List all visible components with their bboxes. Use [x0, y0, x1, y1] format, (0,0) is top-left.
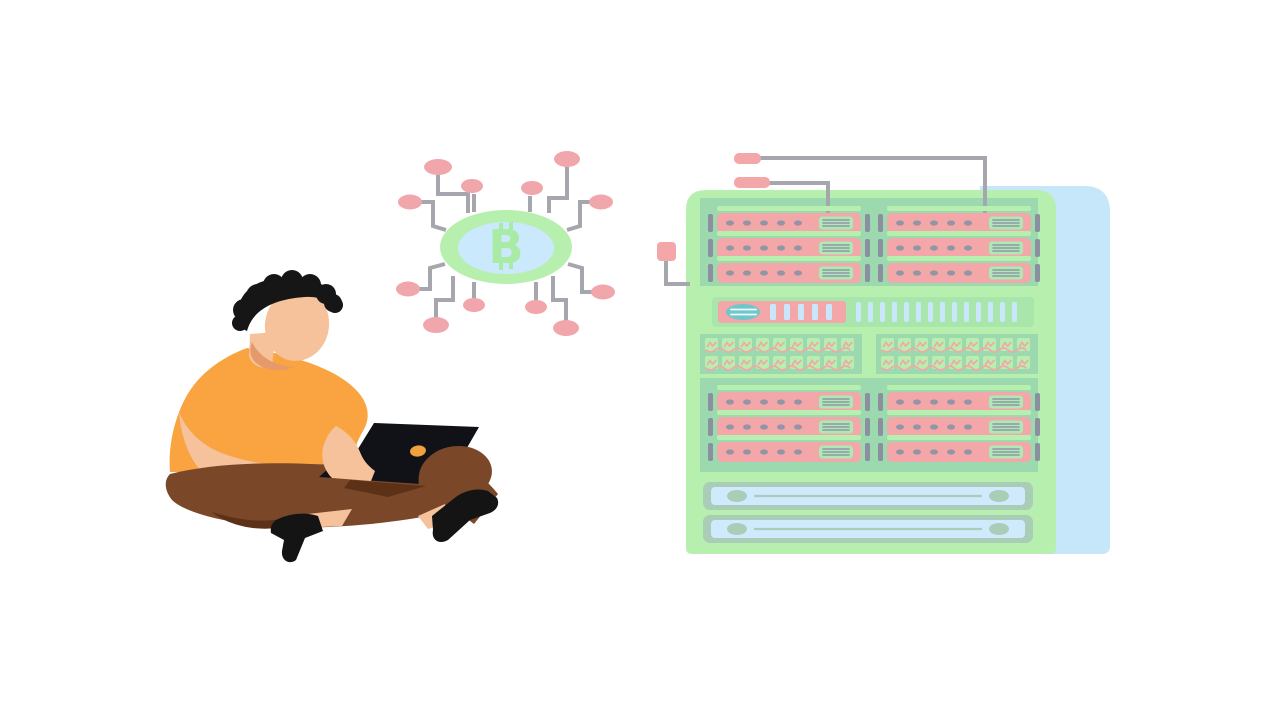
server-unit	[707, 409, 871, 438]
bitcoin-symbol: B	[488, 220, 523, 274]
right-hand	[322, 426, 375, 481]
server-unit	[877, 255, 1041, 284]
hair	[232, 270, 343, 331]
rack-cables	[657, 153, 987, 286]
shirt	[169, 348, 368, 472]
laptop-shadow	[344, 480, 426, 497]
face	[264, 289, 330, 361]
laptop-logo	[410, 445, 426, 457]
bitcoin-symbol-icon: B	[488, 220, 523, 274]
man-with-laptop	[165, 270, 499, 563]
pants-shadow	[212, 512, 284, 529]
server-unit	[707, 205, 871, 234]
jaw-shadow	[250, 342, 294, 371]
cable-connector	[657, 242, 676, 261]
coin-face	[458, 222, 554, 274]
server-unit	[877, 230, 1041, 259]
left-shoe	[270, 513, 323, 563]
module-grid	[705, 338, 854, 352]
indicator-unit	[718, 301, 846, 323]
right-shoe	[432, 489, 499, 542]
server-unit	[877, 384, 1041, 413]
server-unit	[707, 434, 871, 463]
server-unit	[707, 384, 871, 413]
cable-connector	[734, 153, 761, 164]
bitcoin-network-icon: B	[396, 151, 615, 336]
rack-drawer	[701, 513, 1035, 545]
network-traces	[416, 167, 595, 321]
module-grid	[881, 356, 1030, 370]
server-unit	[877, 434, 1041, 463]
server-rack	[657, 153, 1110, 554]
server-unit	[707, 255, 871, 284]
rack-drawer	[701, 480, 1035, 512]
server-unit	[877, 409, 1041, 438]
network-nodes	[396, 151, 615, 336]
cable-connector	[734, 177, 770, 188]
left-forearm	[179, 412, 290, 476]
server-unit	[877, 205, 1041, 234]
server-unit	[707, 230, 871, 259]
module-grid	[705, 356, 854, 370]
module-grid	[881, 338, 1030, 352]
